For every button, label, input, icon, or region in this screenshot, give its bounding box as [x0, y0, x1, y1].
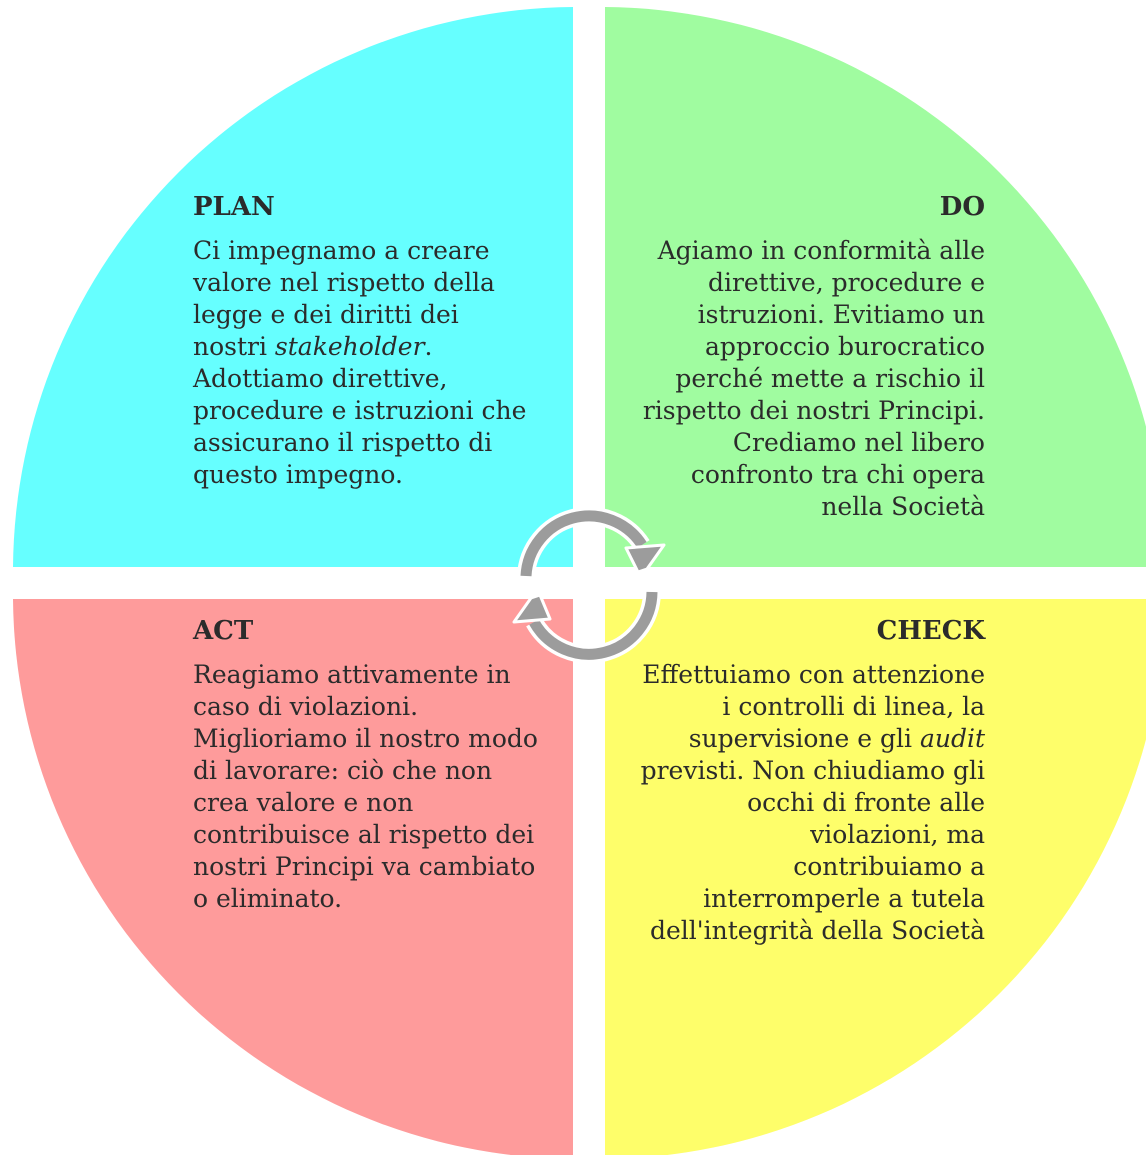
- text-run: Effettuiamo con attenzione i controlli d…: [642, 660, 985, 753]
- act-quadrant: [13, 599, 573, 1155]
- cycle-arrows-icon: [512, 506, 666, 664]
- italic-run: audit: [919, 724, 985, 753]
- plan-body: Ci impegnamo a creare valore nel rispett…: [193, 235, 538, 491]
- italic-run: stakeholder: [274, 332, 425, 361]
- text-run: . Adottiamo direttive, procedure e istru…: [193, 332, 527, 489]
- text-run: previsti. Non chiudiamo gli occhi di fro…: [640, 756, 985, 945]
- do-quadrant: [605, 7, 1146, 567]
- text-run: Reagiamo attivamente in caso di violazio…: [193, 660, 538, 913]
- act-body: Reagiamo attivamente in caso di violazio…: [193, 659, 538, 915]
- plan-quadrant: [13, 7, 573, 567]
- plan-title: PLAN: [193, 192, 275, 222]
- text-run: Agiamo in conformità alle direttive, pro…: [642, 236, 985, 521]
- check-text-block: CHECK Effettuiamo con attenzione i contr…: [640, 615, 985, 947]
- check-title: CHECK: [876, 616, 985, 646]
- text-run: Ci impegnamo a creare valore nel rispett…: [193, 236, 495, 361]
- do-title: DO: [939, 192, 985, 222]
- do-body: Agiamo in conformità alle direttive, pro…: [640, 235, 985, 523]
- check-quadrant: [605, 599, 1146, 1155]
- act-title: ACT: [193, 616, 254, 646]
- plan-text-block: PLAN Ci impegnamo a creare valore nel ri…: [193, 191, 538, 491]
- do-text-block: DO Agiamo in conformità alle direttive, …: [640, 191, 985, 523]
- check-body: Effettuiamo con attenzione i controlli d…: [640, 659, 985, 947]
- act-text-block: ACT Reagiamo attivamente in caso di viol…: [193, 615, 538, 915]
